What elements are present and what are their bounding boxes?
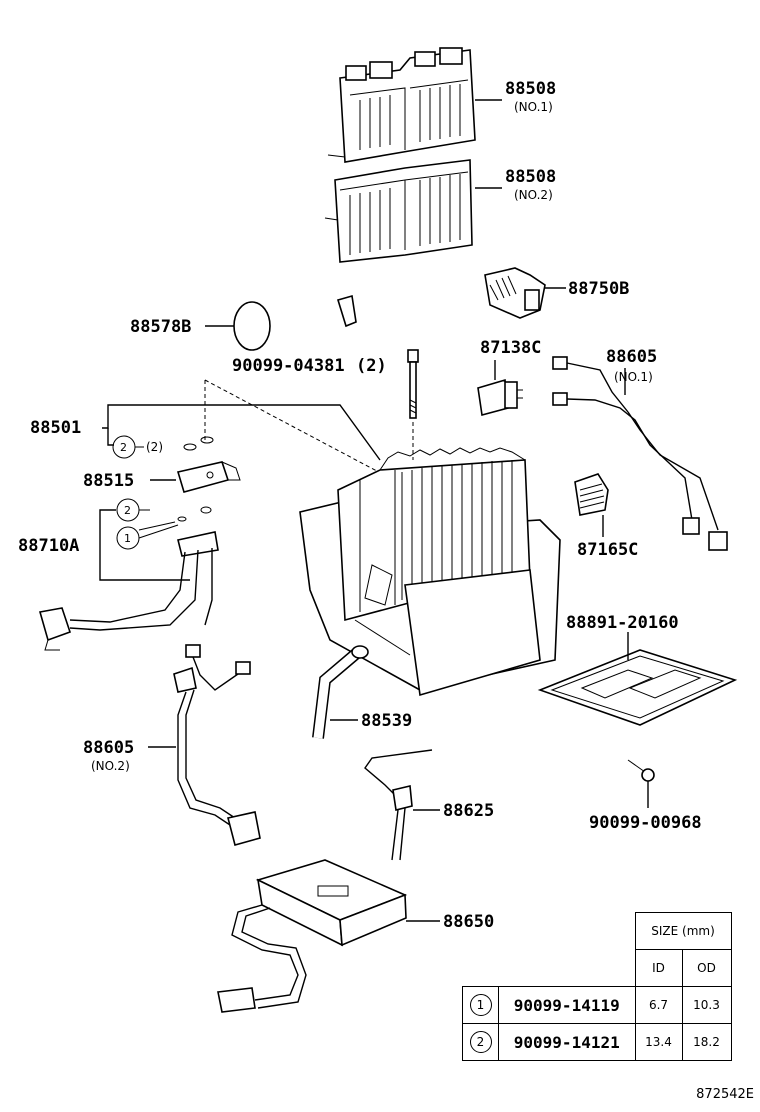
size-header: SIZE (mm) <box>634 912 732 950</box>
valve-illustration <box>176 461 241 493</box>
tube-marker-two: 2 <box>124 504 131 517</box>
row-marker: 2 <box>469 1031 492 1053</box>
filter-no1-code: 88508 <box>505 79 556 99</box>
resistor-illustration <box>484 267 546 319</box>
cover-code: 88891-20160 <box>566 613 679 633</box>
row-od-value: 18.2 <box>681 1023 732 1061</box>
seal-code: 88578B <box>130 317 191 337</box>
filter-no2-note: (NO.2) <box>514 188 553 202</box>
amplifier-code: 88650 <box>443 912 494 932</box>
evaporator-ring-qty: (2) <box>146 440 163 454</box>
hose-code: 88539 <box>361 711 412 731</box>
evaporator-ring-marker: 2 <box>120 441 127 454</box>
screw-code: 90099-00968 <box>589 813 702 833</box>
bolt-illustration <box>407 349 419 419</box>
size-table: SIZE (mm) ID OD 1 90099-14119 6.7 10.3 2… <box>462 912 732 1061</box>
hose-illustration <box>312 645 369 739</box>
harness-no2-illustration <box>173 644 261 846</box>
filter-no1-note: (NO.1) <box>514 100 553 114</box>
relay-code: 87138C <box>480 338 541 358</box>
seal-illustration <box>233 301 271 351</box>
row-marker: 1 <box>469 994 492 1016</box>
bolt-code: 90099-04381 <box>232 356 345 376</box>
clip-illustration <box>336 294 357 328</box>
tube-illustration <box>38 531 219 651</box>
sensor-illustration <box>574 473 609 516</box>
harness-no1-code: 88605 <box>606 347 657 367</box>
table-row: 2 90099-14121 13.4 18.2 <box>462 1023 732 1061</box>
harness-no1-illustration <box>552 356 728 551</box>
harness-no1-note: (NO.1) <box>614 370 653 384</box>
evaporator-unit-illustration <box>299 447 561 697</box>
valve-code: 88515 <box>83 471 134 491</box>
col-id-header: ID <box>634 949 683 987</box>
bolt-qty: (2) <box>356 356 387 376</box>
tube-marker-one: 1 <box>124 532 131 545</box>
diagram-code: 872542E <box>696 1087 754 1102</box>
table-row: 1 90099-14119 6.7 10.3 <box>462 986 732 1024</box>
amplifier-illustration <box>217 859 408 1013</box>
resistor-code: 88750B <box>568 279 629 299</box>
row-id-value: 13.4 <box>634 1023 683 1061</box>
evaporator-code: 88501 <box>30 418 81 438</box>
row-part-number: 90099-14119 <box>498 986 636 1024</box>
thermistor-code: 88625 <box>443 801 494 821</box>
harness-no2-code: 88605 <box>83 738 134 758</box>
row-part-number: 90099-14121 <box>498 1023 636 1061</box>
filter-no2-code: 88508 <box>505 167 556 187</box>
row-id-value: 6.7 <box>634 986 683 1024</box>
thermistor-illustration <box>364 749 433 861</box>
screw-illustration <box>627 759 655 782</box>
cover-illustration <box>537 649 738 726</box>
tube-code: 88710A <box>18 536 79 556</box>
row-od-value: 10.3 <box>681 986 732 1024</box>
col-od-header: OD <box>681 949 732 987</box>
harness-no2-note: (NO.2) <box>91 759 130 773</box>
filter-no1-illustration <box>327 47 476 163</box>
relay-illustration <box>477 378 523 417</box>
filter-no2-illustration <box>324 159 473 263</box>
sensor-code: 87165C <box>577 540 638 560</box>
